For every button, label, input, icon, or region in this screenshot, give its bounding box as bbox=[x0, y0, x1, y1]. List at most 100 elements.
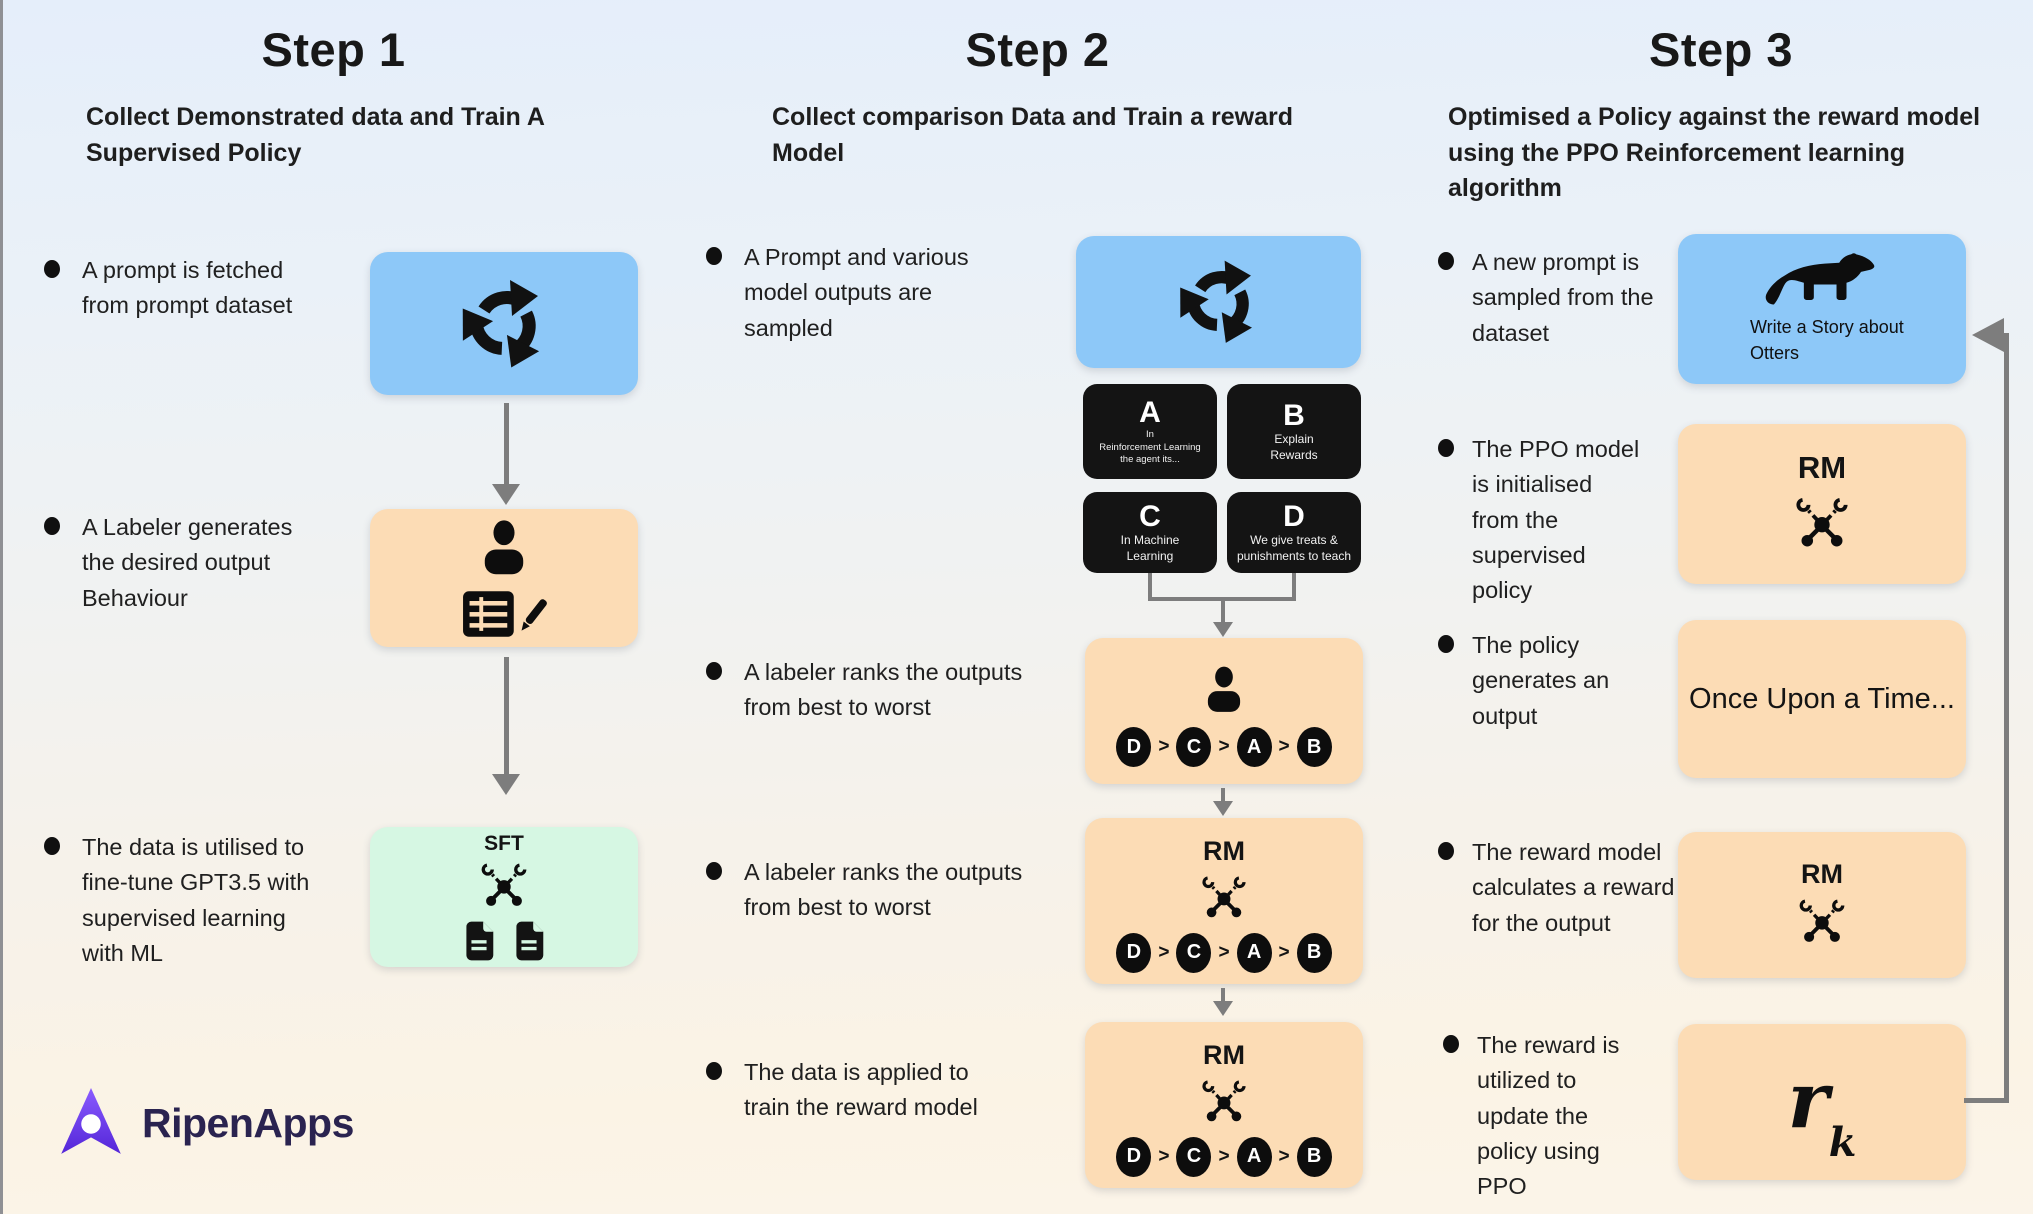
recycle-arrows-icon bbox=[1172, 255, 1266, 349]
policy-output-text: Once Upon a Time... bbox=[1689, 682, 1955, 715]
rank-separator: > bbox=[1218, 1145, 1230, 1167]
output-card-desc: Explain Rewards bbox=[1270, 432, 1318, 462]
prompt-dataset-box bbox=[370, 252, 638, 395]
step3-subtitle: Optimised a Policy against the reward mo… bbox=[1448, 103, 1981, 202]
rm-label: RM bbox=[1203, 1039, 1245, 1070]
rank-circle: D bbox=[1116, 1136, 1152, 1177]
feedback-loop-line bbox=[2004, 333, 2009, 1103]
recycle-arrows-icon bbox=[454, 274, 554, 374]
step2-bullet-2: A labeler ranks the outputs from best to… bbox=[706, 655, 1049, 726]
logo-text: RipenApps bbox=[142, 1099, 354, 1146]
bullet-dot bbox=[706, 247, 722, 265]
reward-model-box: RM D > C > A > B bbox=[1085, 818, 1363, 984]
reward-k: k bbox=[1828, 1118, 1857, 1166]
bullet-dot bbox=[1438, 439, 1454, 457]
reward-symbol: rk bbox=[1788, 1062, 1857, 1166]
output-card-label: C bbox=[1139, 500, 1161, 534]
sft-model-box: SFT bbox=[370, 827, 638, 967]
bullet-dot bbox=[44, 517, 60, 535]
rank-separator: > bbox=[1218, 941, 1230, 963]
bullet-text: A new prompt is sampled from the dataset bbox=[1472, 249, 1654, 346]
output-card-d: D We give treats & punishments to teach bbox=[1227, 492, 1361, 573]
sft-label: SFT bbox=[484, 832, 524, 855]
rank-separator: > bbox=[1158, 1145, 1170, 1167]
flow-arrow-down bbox=[491, 403, 521, 505]
labeler-person-icon bbox=[1197, 663, 1251, 715]
connector-line bbox=[1292, 573, 1296, 601]
step3-title: Step 3 bbox=[1648, 23, 1794, 76]
output-card-desc: We give treats & punishments to teach bbox=[1236, 533, 1352, 563]
policy-output-box: Once Upon a Time... bbox=[1678, 620, 1966, 778]
ppo-model-box: RM bbox=[1678, 424, 1966, 584]
document-icon bbox=[512, 920, 546, 962]
bullet-text: The policy generates an output bbox=[1472, 632, 1610, 729]
bullet-dot bbox=[706, 1062, 722, 1080]
feedback-loop-arrowhead bbox=[1972, 318, 2004, 352]
connector-line bbox=[1148, 597, 1296, 601]
ranking-row: D > C > A > B bbox=[1116, 932, 1332, 973]
reward-value-box: rk bbox=[1678, 1024, 1966, 1180]
output-card-label: B bbox=[1283, 399, 1305, 433]
rank-circle: D bbox=[1116, 727, 1152, 767]
step3-bullet-2: The PPO model is initialised from the su… bbox=[1438, 432, 1644, 608]
bullet-text: A Prompt and various model outputs are s… bbox=[744, 244, 969, 341]
new-prompt-box: Write a Story about Otters bbox=[1678, 234, 1966, 384]
reward-calc-box: RM bbox=[1678, 832, 1966, 978]
model-network-icon bbox=[1793, 896, 1851, 952]
rank-circle: B bbox=[1296, 1136, 1332, 1177]
step2-subtitle: Collect comparison Data and Train a rewa… bbox=[772, 103, 1293, 167]
column-divider bbox=[0, 0, 3, 1125]
bullet-text: The data is applied to train the reward … bbox=[744, 1059, 978, 1121]
rank-circle: C bbox=[1176, 932, 1212, 973]
step1-title: Step 1 bbox=[261, 23, 406, 76]
rank-separator: > bbox=[1218, 736, 1230, 757]
bullet-dot bbox=[44, 837, 60, 855]
rank-circle: B bbox=[1296, 727, 1332, 767]
rank-circle: B bbox=[1296, 932, 1332, 973]
output-card-b: B Explain Rewards bbox=[1227, 384, 1361, 479]
rank-circle: C bbox=[1176, 727, 1212, 767]
ranking-row: D > C > A > B bbox=[1116, 1136, 1332, 1177]
bullet-text: The data is utilised to fine-tune GPT3.5… bbox=[82, 834, 310, 966]
flow-arrow-down bbox=[1208, 988, 1238, 1016]
bullet-dot bbox=[1438, 252, 1454, 270]
bullet-text: A Labeler generates the desired output B… bbox=[82, 514, 293, 611]
bullet-dot bbox=[706, 662, 722, 680]
output-card-c: C In Machine Learning bbox=[1083, 492, 1217, 573]
bullet-text: A labeler ranks the outputs from best to… bbox=[744, 859, 1023, 921]
ripenapps-logo: RipenApps bbox=[58, 1086, 354, 1160]
rank-circle: A bbox=[1236, 932, 1272, 973]
bullet-text: The PPO model is initialised from the su… bbox=[1472, 436, 1640, 603]
connector-line bbox=[1148, 573, 1152, 601]
model-outputs-grid: A In Reinforcement Learning the agent it… bbox=[1083, 384, 1361, 573]
flow-arrow-down bbox=[1208, 601, 1238, 637]
step2-bullet-3: A labeler ranks the outputs from best to… bbox=[706, 855, 1049, 926]
step3-bullet-1: A new prompt is sampled from the dataset bbox=[1438, 245, 1660, 351]
rank-circle: A bbox=[1236, 1136, 1272, 1177]
output-card-label: A bbox=[1139, 396, 1161, 430]
step2-bullet-4: The data is applied to train the reward … bbox=[706, 1055, 999, 1126]
feedback-loop-line bbox=[1964, 1098, 2009, 1103]
rank-circle: A bbox=[1236, 727, 1272, 767]
rank-circle: D bbox=[1116, 932, 1152, 973]
labeler-ranking-box: D > C > A > B bbox=[1085, 638, 1363, 784]
output-card-label: D bbox=[1283, 500, 1305, 534]
bullet-text: A prompt is fetched from prompt dataset bbox=[82, 257, 293, 319]
bullet-dot bbox=[1438, 842, 1454, 860]
model-network-icon bbox=[475, 860, 533, 916]
labeler-person-icon bbox=[471, 516, 537, 578]
rank-separator: > bbox=[1158, 941, 1170, 963]
model-network-icon bbox=[1789, 494, 1855, 558]
output-card-a: A In Reinforcement Learning the agent it… bbox=[1083, 384, 1217, 479]
step2-title: Step 2 bbox=[965, 23, 1110, 76]
reward-model-training-box: RM D > C > A > B bbox=[1085, 1022, 1363, 1188]
rank-separator: > bbox=[1278, 736, 1290, 757]
model-network-icon bbox=[1196, 1077, 1252, 1131]
rm-label: RM bbox=[1797, 450, 1847, 485]
flow-arrow-down bbox=[1208, 788, 1238, 816]
ripenapps-arrow-mark bbox=[58, 1086, 124, 1160]
prompt-text: Write a Story about Otters bbox=[1750, 317, 1904, 364]
step3-bullet-3: The policy generates an output bbox=[1438, 628, 1650, 734]
bullet-text: The reward is utilized to update the pol… bbox=[1477, 1032, 1620, 1199]
